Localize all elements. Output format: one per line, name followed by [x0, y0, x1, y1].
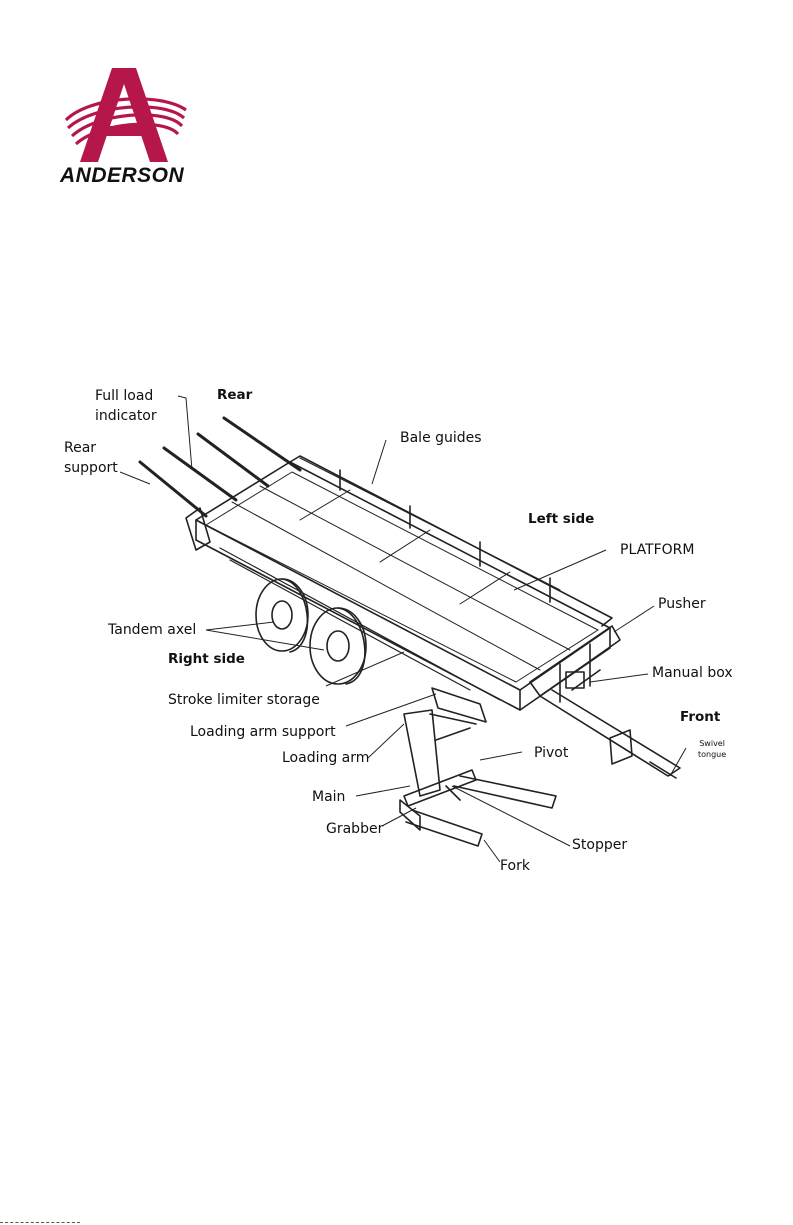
platform-slats — [232, 486, 570, 670]
bale-guide-top — [300, 458, 560, 590]
label-stroke-limiter-storage: Stroke limiter storage — [168, 690, 320, 710]
tongue — [540, 690, 680, 776]
platform-outline — [196, 462, 610, 690]
footnote-separator — [0, 1222, 80, 1223]
label-right-side: Right side — [168, 649, 245, 669]
leader-main — [356, 786, 410, 796]
fork-right — [454, 776, 556, 808]
platform-side-rail — [196, 520, 520, 710]
leader-manual-box — [590, 674, 648, 682]
leader-tandem-axel-1 — [206, 622, 274, 630]
leader-pivot — [480, 752, 522, 760]
manual-box — [566, 672, 584, 688]
leader-swivel-tongue — [670, 748, 686, 776]
label-manual-box: Manual box — [652, 663, 733, 683]
label-left-side: Left side — [528, 509, 594, 529]
label-tandem-axel: Tandem axel — [108, 620, 196, 640]
label-rear-support: Rear support — [64, 438, 118, 478]
label-platform: PLATFORM — [620, 540, 694, 560]
bale-guide-rail — [290, 456, 612, 626]
leader-bale-guides — [372, 440, 386, 484]
label-full-load-indicator: Full load indicator — [95, 386, 157, 426]
label-fork: Fork — [500, 856, 530, 876]
label-pivot: Pivot — [534, 743, 568, 763]
label-grabber: Grabber — [326, 819, 383, 839]
leader-loading-arm — [368, 724, 404, 758]
label-loading-arm-support: Loading arm support — [190, 722, 336, 742]
bale-guide-posts — [340, 470, 550, 602]
label-main: Main — [312, 787, 345, 807]
label-swivel-tongue: Swivel tongue — [698, 738, 726, 760]
label-pusher: Pusher — [658, 594, 706, 614]
wheel-front-hub — [327, 631, 349, 661]
label-bale-guides: Bale guides — [400, 428, 482, 448]
loading-arm — [404, 710, 440, 796]
tongue-detail — [610, 730, 676, 778]
label-front: Front — [680, 707, 720, 727]
leader-fork — [484, 840, 500, 862]
label-stopper: Stopper — [572, 835, 627, 855]
wheel-rear-hub — [272, 601, 292, 629]
label-rear: Rear — [217, 385, 252, 405]
leader-rear-support — [120, 472, 150, 484]
label-loading-arm: Loading arm — [282, 748, 369, 768]
leader-pusher — [614, 606, 654, 632]
leader-loading-arm-support — [346, 694, 436, 726]
leader-platform — [514, 550, 606, 590]
